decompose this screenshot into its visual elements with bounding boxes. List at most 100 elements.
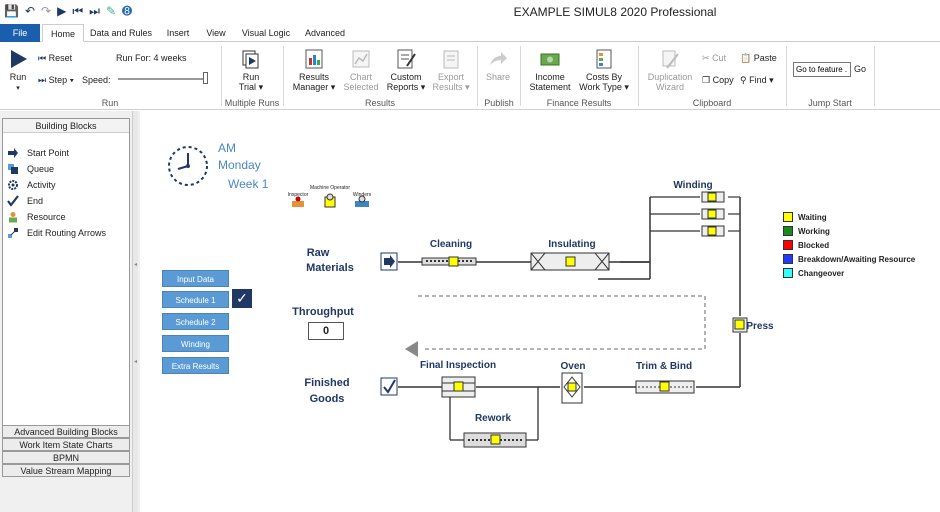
step-button[interactable]: ⏭ Step ▾ [38,75,75,85]
activity-rework[interactable] [463,432,527,448]
collapse-grip-icon[interactable]: ◂ [134,359,138,365]
label-cleaning: Cleaning [430,239,472,250]
start-arrow-icon [8,148,18,158]
wizard-wand-icon [662,50,679,69]
panel-splitter[interactable] [132,111,138,512]
label-machine-operator: Machine Operator [310,185,350,191]
block-resource[interactable]: Resource [7,210,66,224]
run-button[interactable]: Run▾ [4,48,32,94]
activity-oven[interactable] [561,372,583,404]
tab-work-item-state-charts[interactable]: Work Item State Charts [2,438,130,451]
block-queue[interactable]: Queue [7,162,54,176]
group-finance-label: Finance Results [546,98,612,108]
activity-trim-bind[interactable] [635,380,695,394]
reset-label: Reset [48,53,73,63]
custom-reports-icon [397,49,416,69]
activity-insulating[interactable] [530,252,610,271]
tab-file[interactable]: File [0,24,40,42]
tab-value-stream-mapping[interactable]: Value Stream Mapping [2,464,130,477]
chart-selected-label-1: Chart [349,72,372,82]
tab-data-and-rules[interactable]: Data and Rules [89,28,153,38]
schedule-1-button[interactable]: Schedule 1 [162,291,229,308]
activity-winding[interactable] [701,191,725,237]
cut-button[interactable]: ✂ Cut [702,53,726,64]
activity-cleaning[interactable] [421,256,477,267]
tab-advanced[interactable]: Advanced [304,28,346,38]
copy-button[interactable]: ❐ Copy [702,75,734,86]
resource-person-icon [9,212,17,223]
paste-button[interactable]: 📋 Paste [740,53,777,64]
paste-label: Paste [753,53,777,63]
schedule-2-button[interactable]: Schedule 2 [162,313,229,330]
resource-machine-operator[interactable] [324,193,336,208]
tab-view[interactable]: View [206,28,226,38]
label-goods: Goods [310,393,345,405]
speed-slider-thumb[interactable] [203,72,208,84]
tab-insert[interactable]: Insert [166,28,190,38]
tab-bpmn[interactable]: BPMN [2,451,130,464]
legend-label: Breakdown/Awaiting Resource [798,254,916,264]
chart-icon [352,50,370,68]
paste-icon: 📋 [740,53,752,63]
activity-final-inspection[interactable] [441,376,476,398]
end-finished-goods[interactable] [380,377,398,396]
rewind-icon[interactable]: ⏮ [72,4,84,18]
go-to-feature-input[interactable] [793,62,851,77]
start-point-raw-materials[interactable] [380,252,398,271]
share-label: Share [485,72,511,82]
block-start-point[interactable]: Start Point [7,146,69,160]
tab-visual-logic[interactable]: Visual Logic [241,28,291,38]
group-results-label: Results [364,98,395,108]
extra-results-button[interactable]: Extra Results [162,357,229,374]
legend-swatch [783,268,793,278]
redo-icon[interactable]: ↷ [41,4,52,18]
block-label: Start Point [27,148,70,158]
find-button[interactable]: ⚲ Find ▾ [740,75,774,85]
binoculars-icon: ⚲ [740,75,747,85]
step-icon[interactable]: ⏭ [89,4,100,18]
run-for-label[interactable]: Run For: 4 weeks [116,53,187,63]
group-publish-label: Publish [484,98,514,108]
share-arrow-icon [490,52,507,65]
legend-label: Blocked [798,240,830,250]
tab-advanced-building-blocks[interactable]: Advanced Building Blocks [2,425,130,438]
activity-press[interactable] [732,317,748,333]
copy-label: Copy [712,75,734,85]
reset-button[interactable]: ⏮ Reset [38,53,72,64]
tab-home[interactable]: Home [42,24,84,42]
legend-working: Working [783,226,830,236]
collapse-grip-icon[interactable]: ◂ [134,262,138,268]
label-winders: Winders [353,192,372,198]
legend-label: Working [798,226,830,236]
export-results-label-2: Results [432,82,463,92]
step-label: Step [48,75,68,85]
undo-icon[interactable]: ↶ [24,4,36,18]
share-button[interactable]: Share [482,48,514,82]
speed-slider-track[interactable] [118,78,208,80]
income-statement-label-1: Income [535,72,565,82]
winding-button[interactable]: Winding [162,335,229,352]
block-edit-routing-arrows[interactable]: Edit Routing Arrows [7,226,106,240]
group-run-label: Run [101,98,119,108]
resource-winders[interactable] [355,195,369,207]
simulation-canvas[interactable]: Raw Materials Cleaning Insulating Windin… [140,111,940,512]
resource-inspector[interactable] [292,196,304,208]
schedule-selected-check-icon[interactable]: ✓ [232,289,252,308]
input-data-button[interactable]: Input Data [162,270,229,287]
play-icon[interactable]: ▶ [57,4,67,18]
save-icon[interactable]: 💾 [4,4,19,18]
label-press: Press [746,321,774,332]
block-end[interactable]: End [7,194,43,208]
block-label: End [27,196,44,206]
pipette-icon[interactable]: ✎ [105,4,116,18]
block-activity[interactable]: Activity [7,178,56,192]
go-button[interactable]: Go [854,64,867,74]
